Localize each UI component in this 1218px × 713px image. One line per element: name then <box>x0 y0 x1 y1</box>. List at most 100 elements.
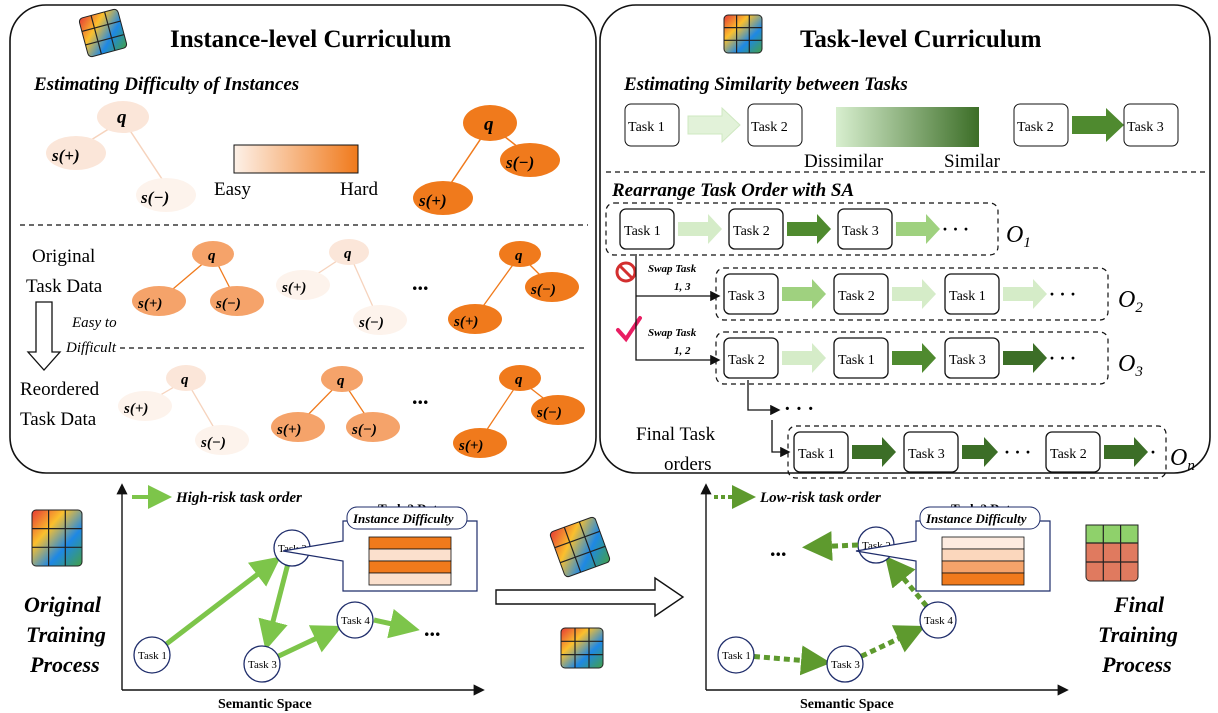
similarity-arrow-icon <box>892 343 936 373</box>
r2-q: q <box>337 373 345 389</box>
task-node <box>243 645 281 683</box>
order-label: On <box>1170 445 1195 474</box>
task-box <box>619 208 675 250</box>
reordered-tree-1: q s(+) s(−) <box>118 365 249 455</box>
task-box <box>833 273 889 315</box>
task-order-arrow <box>802 531 859 562</box>
difficulty-row <box>941 572 1025 586</box>
swap-label-1b: 1, 3 <box>674 281 691 293</box>
left-ellipsis: ... <box>424 616 441 641</box>
task-node-label: Task 3 <box>248 659 277 671</box>
r3-q: q <box>515 372 523 388</box>
node-q-label: q <box>117 107 127 128</box>
hard-q-label: q <box>484 114 494 135</box>
task-box <box>944 273 1000 315</box>
similarity-arrow-icon <box>852 437 896 467</box>
task-order-arrow <box>753 645 832 676</box>
task-box-label: Task 1 <box>798 447 835 462</box>
similarity-arrow-icon <box>782 279 826 309</box>
t1-pos: s(+) <box>137 296 162 312</box>
reordered-label-1: Reordered <box>20 379 100 400</box>
t2-q: q <box>344 246 352 262</box>
trailing-dots: · · · <box>784 398 814 420</box>
branch-line <box>771 420 791 458</box>
similarity-scale <box>836 107 979 147</box>
task-box-label: Task 2 <box>728 353 765 368</box>
ellipsis-dots: · · · <box>1004 442 1031 462</box>
task-order-arrow <box>164 556 281 647</box>
cube-icon-middle-2 <box>560 627 604 669</box>
t3-pos: s(+) <box>453 314 478 330</box>
difficulty-row <box>941 560 1025 574</box>
hard-neg-label: s(−) <box>505 153 534 172</box>
order-label: O2 <box>1118 287 1143 316</box>
left-plot: Semantic Space High-risk task order <box>116 483 485 712</box>
easy-instance-tree: q s(+) s(−) <box>46 101 196 212</box>
t1-q: q <box>208 248 216 264</box>
example-task-1: Task 1 <box>628 120 665 135</box>
task-node <box>336 601 374 639</box>
r1-pos: s(+) <box>123 401 148 417</box>
instance-panel-subtitle: Estimating Difficulty of Instances <box>33 74 299 95</box>
task-box <box>793 431 849 473</box>
check-icon <box>616 316 642 343</box>
right-axis-label: Semantic Space <box>800 697 894 712</box>
ellipsis-dots: · <box>1150 442 1156 462</box>
difficulty-row <box>368 560 452 574</box>
task-order-arrow <box>258 564 290 651</box>
original-tree-1: q s(+) s(−) <box>132 241 264 316</box>
original-label-1: Original <box>32 246 95 267</box>
difficulty-row <box>368 536 452 550</box>
order-frame <box>787 425 1167 479</box>
swap-label-2a: Swap Task <box>648 327 697 339</box>
example-task-4: Task 3 <box>1127 120 1164 135</box>
branch-line <box>747 380 781 416</box>
hard-pos-label: s(+) <box>418 191 447 210</box>
similarity-arrow-icon <box>1003 343 1047 373</box>
task-node-label: Task 1 <box>138 650 167 662</box>
t3-q: q <box>515 248 523 264</box>
example-task-2: Task 2 <box>751 120 788 135</box>
difficulty-row <box>368 572 452 586</box>
cube-icon-right-top <box>723 14 763 54</box>
task-box-label: Task 2 <box>838 289 875 304</box>
task-box-label: Task 1 <box>624 224 661 239</box>
task-node-label: Task 3 <box>831 659 860 671</box>
cube-icon-middle-1 <box>549 516 611 578</box>
task-box-label: Task 3 <box>908 447 945 462</box>
task-box <box>723 337 779 379</box>
task-panel-subtitle: Estimating Similarity between Tasks <box>623 74 908 95</box>
task-order-arrow <box>860 625 926 659</box>
difficulty-row <box>941 548 1025 562</box>
similarity-arrow-icon <box>896 214 940 244</box>
task-box-label: Task 3 <box>728 289 765 304</box>
original-tree-2: q s(+) s(−) <box>276 239 407 335</box>
r2-pos: s(+) <box>276 422 301 438</box>
order-label: O3 <box>1118 351 1143 380</box>
example-task-box <box>1123 103 1179 147</box>
dissimilar-label: Dissimilar <box>804 151 884 172</box>
difficulty-scale <box>233 144 359 174</box>
swap-label-2b: 1, 2 <box>674 345 691 357</box>
order-label: O1 <box>1006 222 1031 251</box>
difficulty-row <box>941 536 1025 550</box>
left-process-3: Process <box>29 652 100 677</box>
swap-label-1a: Swap Task <box>648 263 697 275</box>
right-process-1: Final <box>1113 592 1165 617</box>
example-task-box <box>747 103 803 147</box>
final-label-2: orders <box>664 454 711 475</box>
node-q <box>97 101 149 133</box>
left-legend-label: High-risk task order <box>175 490 302 506</box>
data-card-header <box>919 506 1041 530</box>
left-process-2: Training <box>26 622 106 647</box>
similarity-arrow-icon <box>892 279 936 309</box>
order-frame <box>715 331 1109 385</box>
scale-hard-label: Hard <box>340 179 378 200</box>
r1-q: q <box>181 372 189 388</box>
right-plot: Semantic Space Low-risk task order <box>700 483 1069 712</box>
example-task-3: Task 2 <box>1017 120 1054 135</box>
task-box-label: Task 1 <box>838 353 875 368</box>
task-panel <box>599 4 1211 474</box>
reordered-tree-2: q s(+) s(−) <box>271 366 400 442</box>
